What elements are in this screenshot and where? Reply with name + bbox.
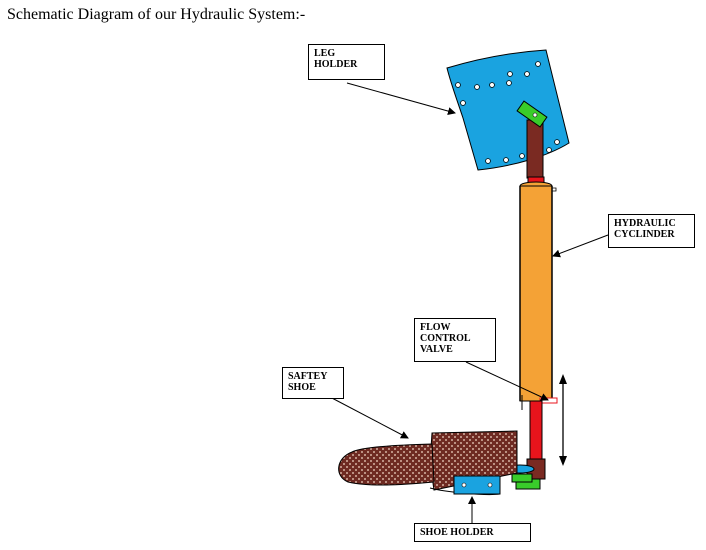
label-shoe-holder: SHOE HOLDER <box>414 523 531 542</box>
lower-green-clamp-2 <box>511 473 533 483</box>
hydraulic-cylinder-body <box>519 185 553 402</box>
piston-rod <box>529 400 543 460</box>
upper-bracket <box>526 119 544 179</box>
label-flow-control-valve: FLOW CONTROL VALVE <box>414 318 496 362</box>
leg-holder-plate <box>446 49 570 171</box>
safety-shoe-leader <box>329 396 409 439</box>
label-leg-holder: LEG HOLDER <box>308 44 385 80</box>
flow-control-valve-pin <box>539 397 558 404</box>
label-safety-shoe: SAFTEY SHOE <box>282 367 344 399</box>
safety-shoe <box>338 430 518 496</box>
page-heading: Schematic Diagram of our Hydraulic Syste… <box>7 6 306 23</box>
label-hydraulic-cylinder: HYDRAULIC CYCLINDER <box>608 214 695 248</box>
cylinder-leader <box>552 234 609 258</box>
valve-leader <box>465 361 549 401</box>
leg-holder-leader <box>346 82 456 115</box>
upper-green-clamp <box>516 100 548 128</box>
shoe-holder-plate <box>453 475 501 495</box>
